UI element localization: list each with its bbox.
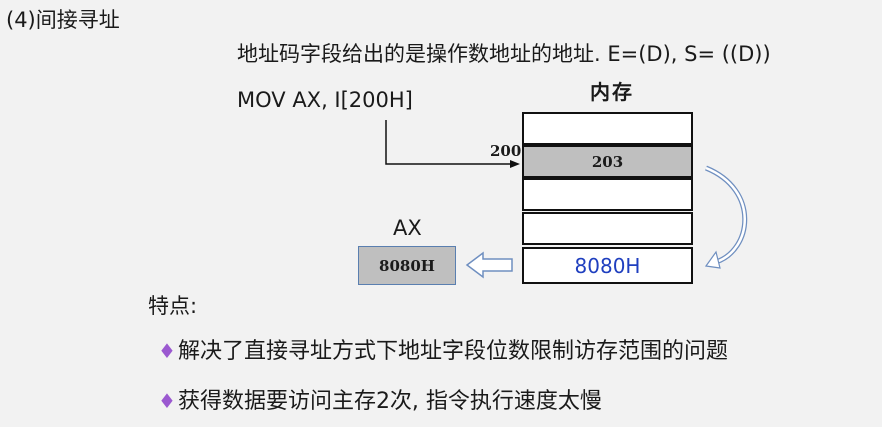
memory-cell-2 [522, 178, 693, 211]
diamond-bullet-icon: ♦ [158, 339, 176, 363]
addressing-description: 地址码字段给出的是操作数地址的地址. E=(D), S= ((D)) [237, 42, 771, 66]
section-title: (4)间接寻址 [6, 8, 120, 32]
memory-cell-0 [522, 112, 693, 145]
memory-cell-address: 203 [522, 145, 693, 178]
pointer-arrow [385, 120, 520, 168]
memory-cell-3 [522, 212, 693, 245]
memory-label: 内存 [590, 80, 634, 104]
features-heading: 特点: [148, 294, 198, 318]
register-box: 8080H [358, 246, 456, 285]
feature-text: 获得数据要访问主存2次, 指令执行速度太慢 [177, 389, 602, 414]
register-label: AX [393, 216, 422, 240]
memory-cell-operand: 8080H [522, 247, 693, 284]
diamond-bullet-icon: ♦ [158, 389, 176, 413]
indirection-curve-arrow [704, 165, 748, 269]
feature-text: 解决了直接寻址方式下地址字段位数限制访存范围的问题 [177, 339, 728, 364]
feature-item: ♦解决了直接寻址方式下地址字段位数限制访存范围的问题 [158, 333, 728, 365]
instruction-text: MOV AX, I[200H] [237, 88, 413, 112]
pointer-address-label: 200 [490, 142, 522, 160]
load-arrow-left [465, 251, 513, 279]
feature-item: ♦获得数据要访问主存2次, 指令执行速度太慢 [158, 383, 602, 415]
